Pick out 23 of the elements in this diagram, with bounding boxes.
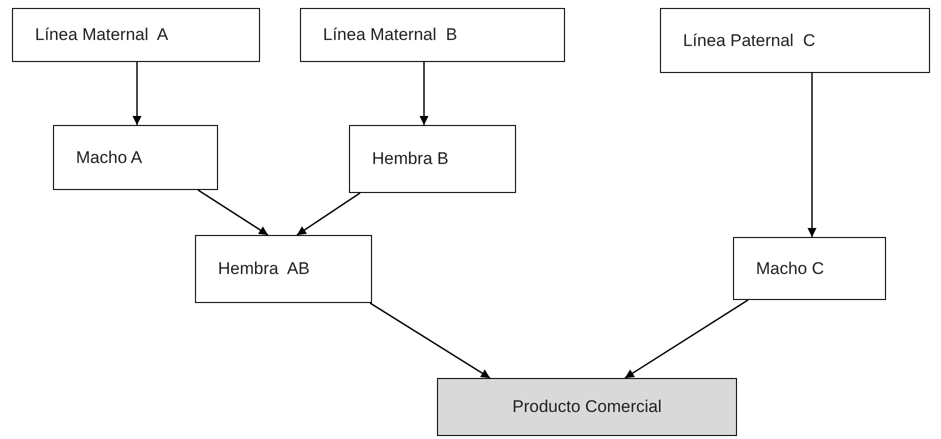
arrow bbox=[132, 62, 142, 125]
process-box bbox=[437, 378, 737, 436]
box-label: Producto Comercial bbox=[512, 397, 662, 417]
process-box bbox=[349, 125, 516, 193]
box-label: Línea Maternal A bbox=[35, 25, 168, 45]
box-label: Macho A bbox=[76, 148, 142, 168]
arrow bbox=[420, 62, 428, 125]
arrow bbox=[198, 189, 268, 236]
process-box bbox=[195, 235, 372, 303]
process-box bbox=[733, 237, 886, 300]
arrow bbox=[296, 192, 360, 236]
box-label: Hembra AB bbox=[218, 259, 310, 279]
process-box bbox=[300, 8, 565, 62]
process-box bbox=[53, 125, 218, 190]
box-label: Hembra B bbox=[372, 149, 449, 169]
box-label: Línea Maternal B bbox=[323, 25, 458, 45]
arrow bbox=[624, 299, 748, 379]
process-box bbox=[660, 8, 930, 73]
box-label: Línea Paternal C bbox=[683, 30, 816, 50]
arrow bbox=[370, 302, 490, 379]
process-box bbox=[12, 8, 260, 62]
box-label: Macho C bbox=[756, 258, 824, 278]
arrow bbox=[808, 73, 816, 237]
